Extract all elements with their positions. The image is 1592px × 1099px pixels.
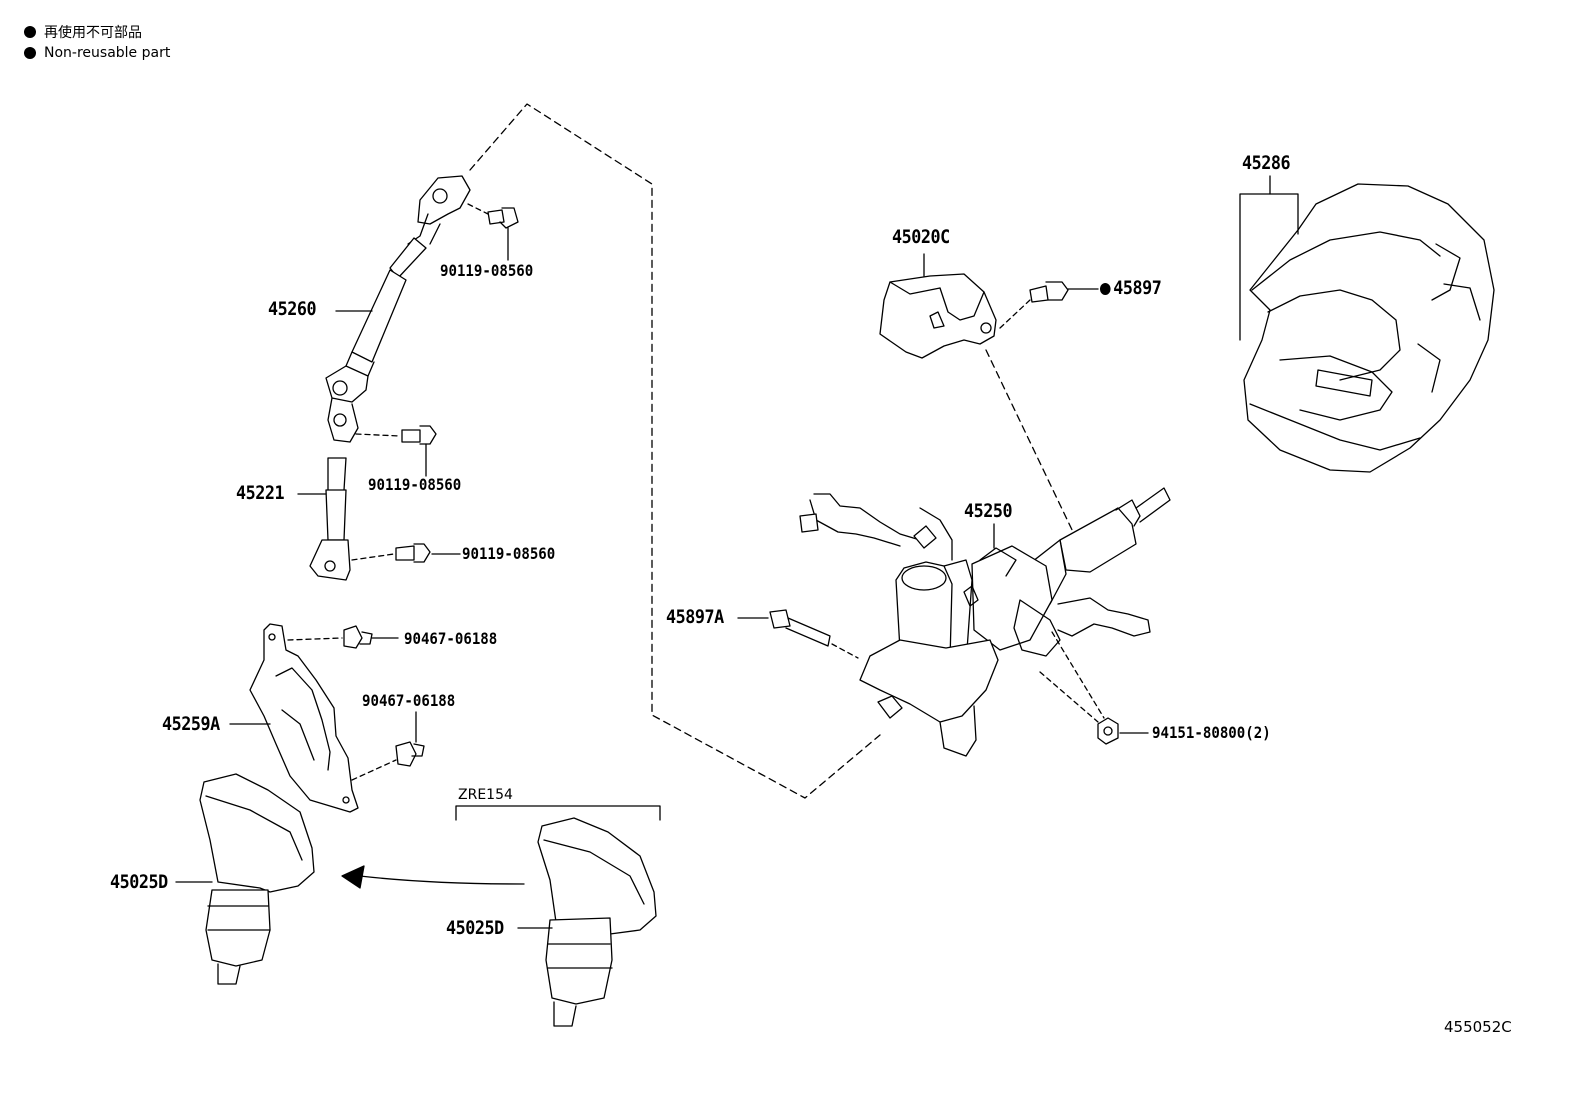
part-label-45897A[interactable]: 45897A bbox=[666, 606, 724, 628]
column-cover-45025D-b bbox=[537, 817, 657, 1027]
part-label-45221[interactable]: 45221 bbox=[236, 482, 285, 504]
dashed-assembly-link bbox=[469, 103, 881, 799]
part-label-90119-b[interactable]: 90119-08560 bbox=[368, 475, 462, 494]
bolt-90119-c bbox=[395, 543, 431, 563]
variant-bracket bbox=[455, 805, 661, 821]
part-label-45259A[interactable]: 45259A bbox=[162, 713, 220, 735]
part-label-45250[interactable]: 45250 bbox=[964, 500, 1013, 522]
bracket-45286 bbox=[1239, 193, 1299, 341]
shaft-45260-drawing bbox=[325, 175, 471, 443]
variant-note: ZRE154 bbox=[458, 787, 513, 803]
legend-en: Non-reusable part bbox=[24, 45, 170, 61]
bolt-45897 bbox=[1029, 281, 1069, 303]
clip-90467-b bbox=[395, 741, 425, 767]
bolt-90119-a bbox=[487, 207, 519, 229]
legend-jp-text: 再使用不可部品 bbox=[44, 25, 142, 41]
part-label-45025D-a[interactable]: 45025D bbox=[110, 871, 168, 893]
part-label-90467-b[interactable]: 90467-06188 bbox=[362, 691, 456, 710]
nut-94151 bbox=[1097, 717, 1119, 745]
part-label-90467-a[interactable]: 90467-06188 bbox=[404, 629, 498, 648]
part-label-45897[interactable]: 45897 bbox=[1100, 277, 1162, 299]
part-label-90119-c[interactable]: 90119-08560 bbox=[462, 544, 556, 563]
non-reusable-dot-icon bbox=[1100, 283, 1111, 295]
column-cover-45025D-a bbox=[199, 773, 315, 985]
variant-arrow bbox=[359, 875, 525, 885]
legend-en-text: Non-reusable part bbox=[44, 45, 171, 61]
lock-housing-45020C bbox=[879, 273, 997, 359]
steering-column-45250 bbox=[799, 487, 1171, 757]
clip-90467-a bbox=[343, 625, 373, 649]
part-label-90119-a[interactable]: 90119-08560 bbox=[440, 261, 534, 280]
part-label-45897-text: 45897 bbox=[1113, 277, 1162, 299]
diagram-code: 455052C bbox=[1444, 1018, 1512, 1036]
part-label-45286[interactable]: 45286 bbox=[1242, 152, 1291, 174]
column-cover-45286 bbox=[1243, 183, 1495, 473]
shaft-45221-drawing bbox=[309, 457, 351, 581]
non-reusable-dot-icon bbox=[24, 26, 36, 38]
bolt-90119-b bbox=[401, 425, 437, 445]
cover-45259A-drawing bbox=[249, 623, 359, 813]
part-label-94151[interactable]: 94151-80800(2) bbox=[1152, 723, 1271, 742]
part-label-45260[interactable]: 45260 bbox=[268, 298, 317, 320]
non-reusable-dot-icon bbox=[24, 47, 36, 59]
legend-jp: 再使用不可部品 bbox=[24, 22, 142, 42]
part-label-45020C[interactable]: 45020C bbox=[892, 226, 950, 248]
part-label-45025D-b[interactable]: 45025D bbox=[446, 917, 504, 939]
bolt-45897A bbox=[769, 609, 831, 647]
